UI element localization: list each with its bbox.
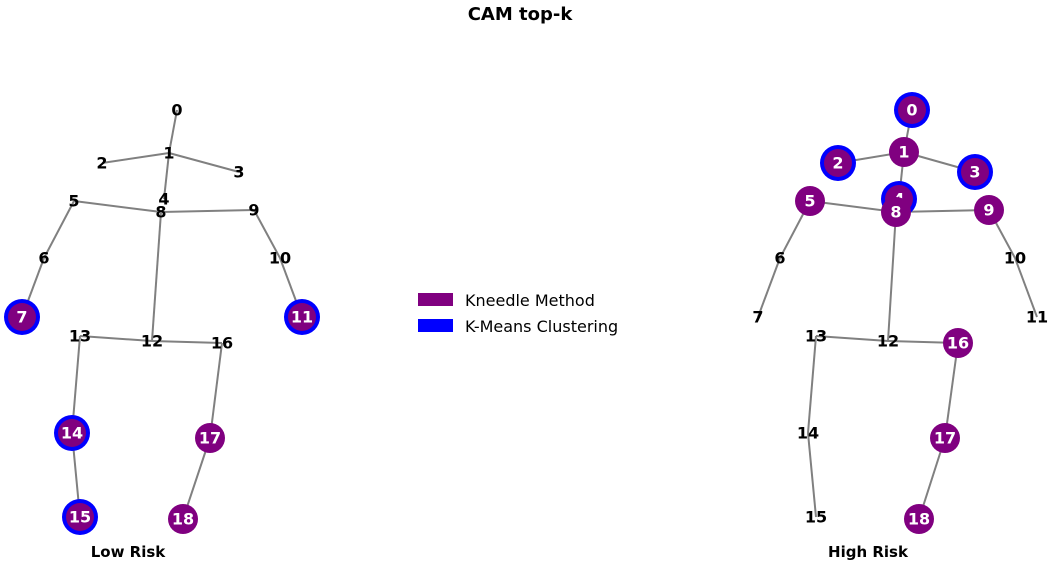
low-risk-node-7-kneedle-marker [8, 303, 36, 331]
high-risk-node-0-kneedle-marker [898, 96, 926, 124]
legend: Kneedle Method K-Means Clustering [418, 291, 618, 336]
high-risk-node-9-kneedle-marker [974, 195, 1004, 225]
high-risk-edge-6-7 [757, 257, 781, 318]
high-risk-node-3-label: 3 [969, 163, 980, 182]
low-risk-edge-0-1 [168, 109, 178, 154]
low-risk-edge-1-4 [163, 152, 170, 200]
high-risk-node-17-kneedle-marker [930, 423, 960, 453]
low-risk-node-9-label: 9 [248, 201, 259, 220]
low-risk-node-14-label: 14 [61, 424, 83, 443]
low-risk-edge-1-2 [101, 152, 170, 164]
legend-swatch-kmeans [418, 319, 453, 332]
high-risk-node-18-kneedle-marker [904, 504, 934, 534]
high-risk-node-9-label: 9 [983, 201, 994, 220]
low-risk-node-18-kneedle-marker [168, 504, 198, 534]
low-risk-node-6-label: 6 [38, 249, 49, 268]
low-risk-node-3-label: 3 [233, 163, 244, 182]
low-risk-edge-8-9 [160, 209, 255, 213]
high-risk-node-3-kneedle-marker [961, 158, 989, 186]
high-risk-edge-10-11 [1014, 257, 1038, 318]
low-risk-node-1-label: 1 [163, 144, 174, 163]
low-risk-edge-1-3 [168, 152, 240, 173]
high-risk-node-15-label: 15 [805, 508, 827, 527]
low-risk-edge-5-8 [73, 200, 162, 213]
legend-swatch-kneedle [418, 293, 453, 306]
low-risk-node-10-label: 10 [269, 249, 291, 268]
high-risk-node-8-label: 8 [890, 203, 901, 222]
high-risk-node-11-label: 11 [1026, 308, 1048, 327]
legend-label-kmeans: K-Means Clustering [465, 317, 618, 336]
low-risk-node-0-label: 0 [171, 101, 182, 120]
low-risk-node-11-label: 11 [291, 308, 313, 327]
high-risk-node-13-label: 13 [805, 327, 827, 346]
high-risk-label: High Risk [828, 543, 909, 561]
high-risk-node-10-label: 10 [1004, 249, 1026, 268]
low-risk-node-8-label: 8 [155, 203, 166, 222]
high-risk-node-12-label: 12 [877, 332, 899, 351]
high-risk-node-8-kneedle-marker [881, 197, 911, 227]
low-risk-node-15-kneedle-marker [66, 503, 94, 531]
high-risk-node-2-label: 2 [832, 154, 843, 173]
high-risk-edge-12-13 [815, 335, 889, 342]
low-risk-node-11-kneedle-marker [288, 303, 316, 331]
low-risk-node-15-label: 15 [69, 508, 91, 527]
low-risk-node-5-label: 5 [68, 192, 79, 211]
high-risk-node-0-label: 0 [906, 101, 917, 120]
legend-label-kneedle: Kneedle Method [465, 291, 595, 310]
high-risk-node-16-label: 16 [947, 334, 969, 353]
low-risk-edge-12-13 [79, 335, 153, 342]
high-risk-node-5-label: 5 [804, 192, 815, 211]
high-risk-node-1-kneedle-marker [889, 137, 919, 167]
high-risk-node-16-kneedle-marker [943, 328, 973, 358]
low-risk-label: Low Risk [91, 543, 167, 561]
high-risk-edge-14-15 [807, 432, 817, 518]
high-risk-edge-16-17 [944, 342, 959, 439]
high-risk-edge-13-14 [807, 335, 817, 434]
low-risk-edge-9-10 [253, 209, 281, 259]
low-risk-node-12-label: 12 [141, 332, 163, 351]
high-risk-node-14-label: 14 [797, 424, 819, 443]
low-risk-edge-16-17 [209, 342, 223, 439]
high-risk-node-18-label: 18 [908, 510, 930, 529]
low-risk-node-17-label: 17 [199, 429, 221, 448]
low-risk-node-16-label: 16 [211, 334, 233, 353]
low-risk-node-7-label: 7 [16, 308, 27, 327]
low-risk-edge-5-6 [43, 200, 75, 259]
low-risk-node-14-kneedle-marker [58, 419, 86, 447]
high-risk-node-6-label: 6 [774, 249, 785, 268]
high-risk-node-5-kneedle-marker [795, 186, 825, 216]
low-risk-node-18-label: 18 [172, 510, 194, 529]
high-risk-node-1-label: 1 [898, 143, 909, 162]
high-risk-edge-8-12 [887, 211, 897, 342]
low-risk-edge-8-12 [151, 211, 162, 342]
low-risk-edge-12-16 [151, 340, 223, 344]
low-risk-node-2-label: 2 [96, 154, 107, 173]
low-risk-node-13-label: 13 [69, 327, 91, 346]
figure-title: CAM top-k [468, 4, 574, 25]
high-risk-node-7-label: 7 [752, 308, 763, 327]
low-risk-node-17-kneedle-marker [195, 423, 225, 453]
high-risk-node-2-kneedle-marker [824, 149, 852, 177]
high-risk-node-17-label: 17 [934, 429, 956, 448]
low-risk-node-4-label: 4 [158, 190, 169, 209]
